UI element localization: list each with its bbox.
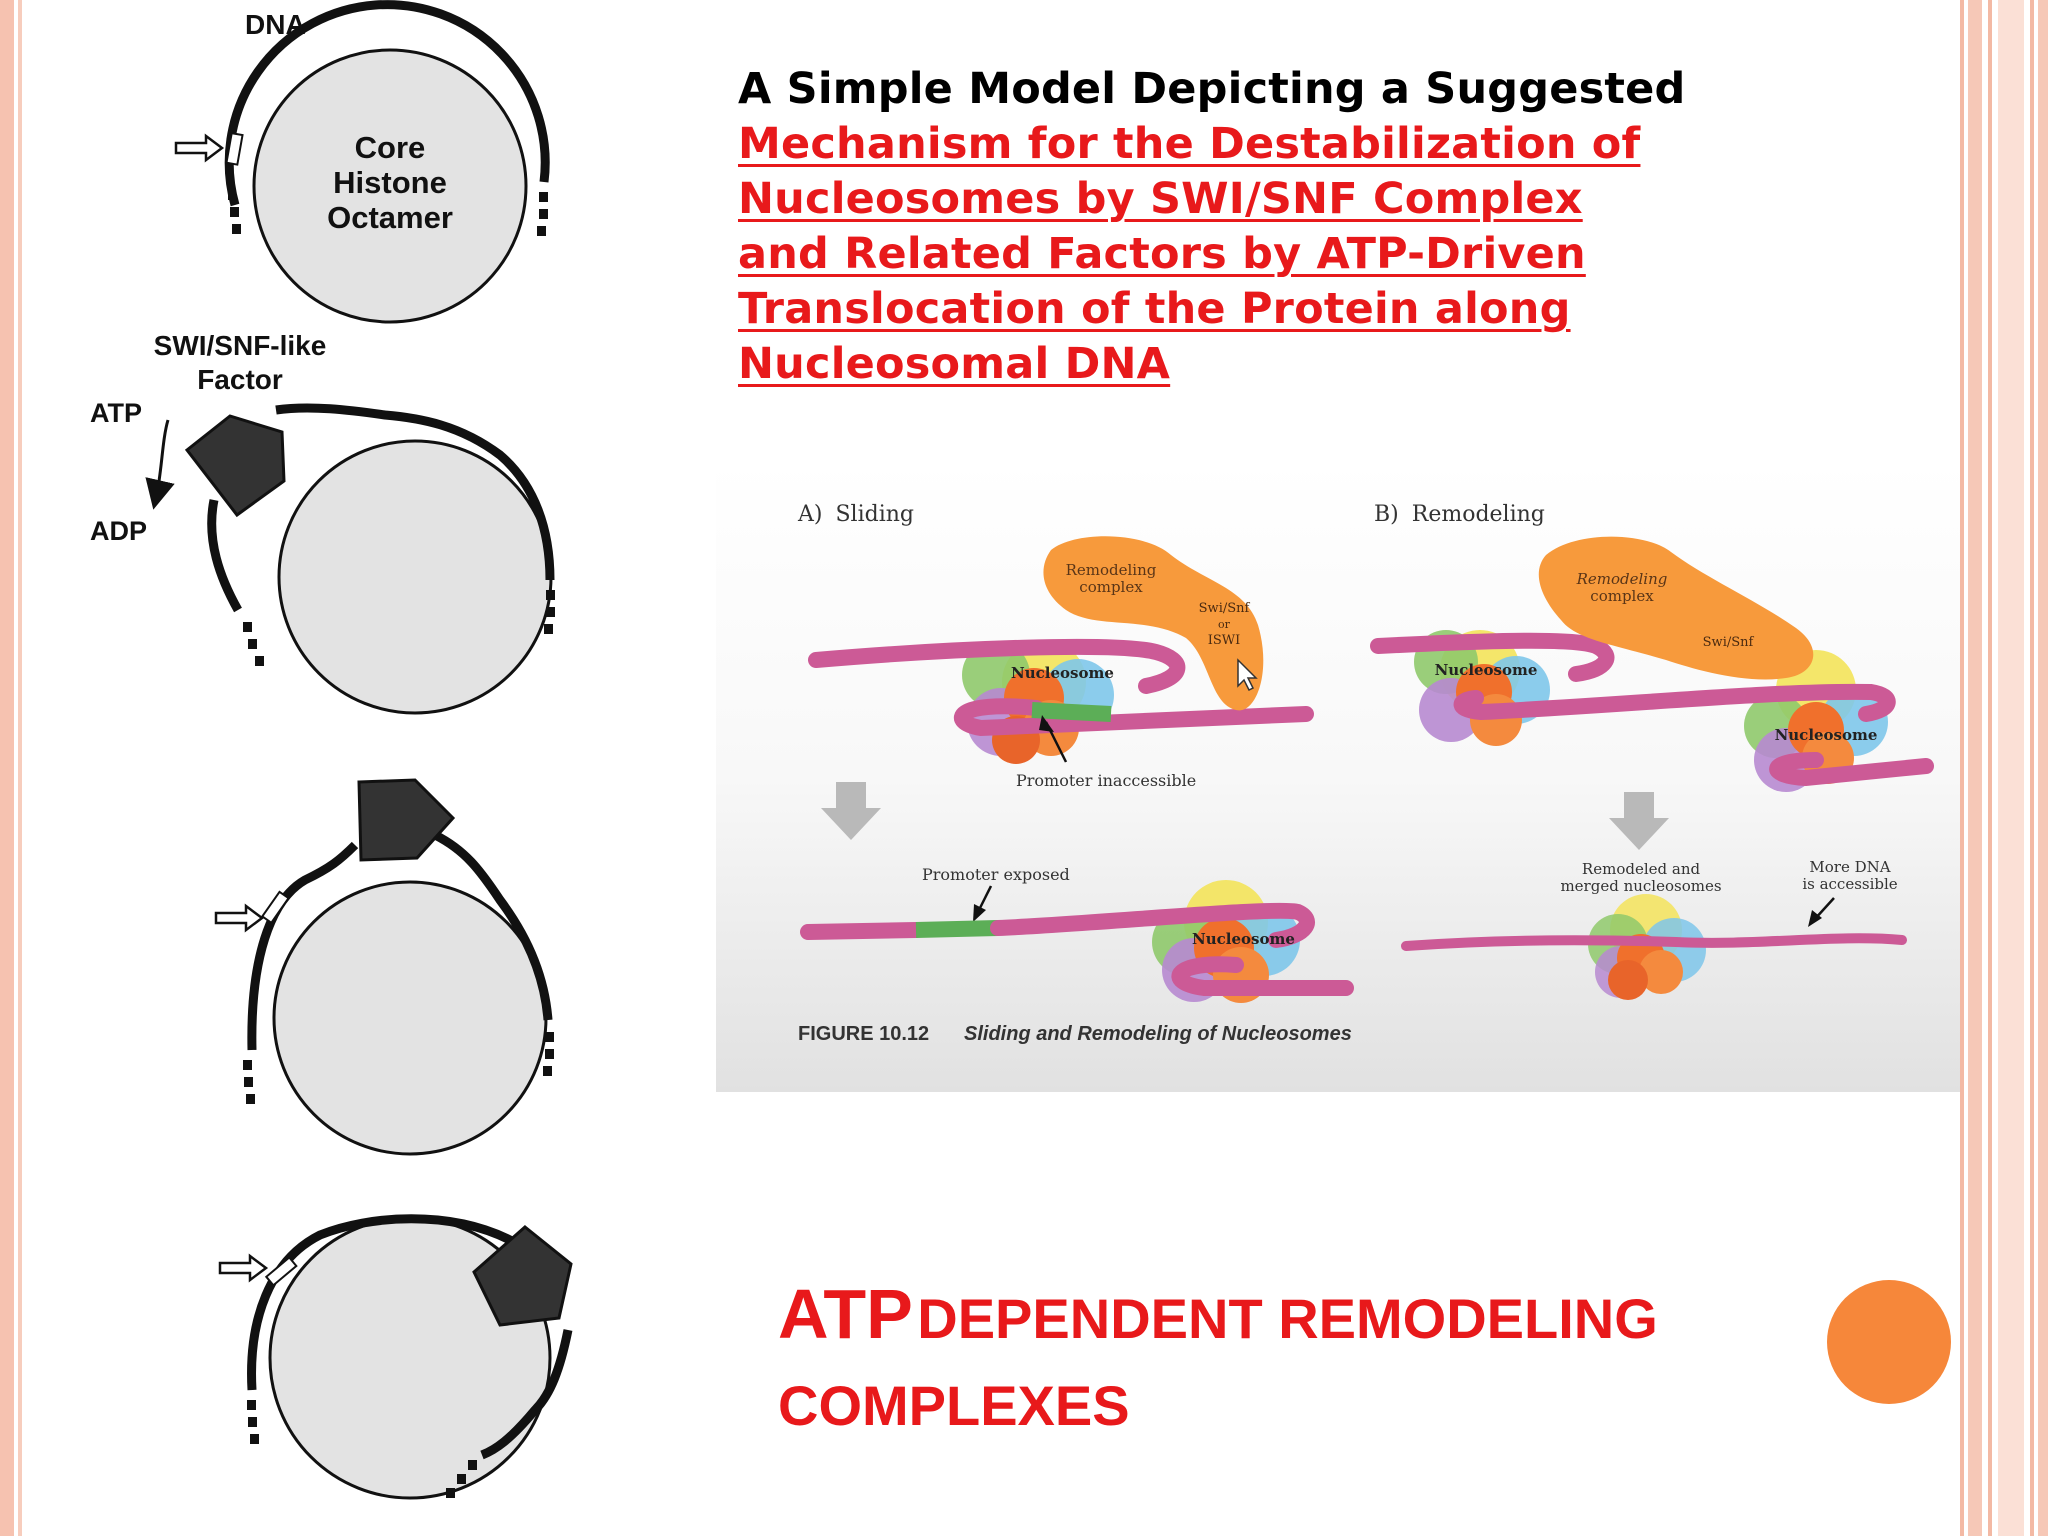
textbook-figure: A) Sliding B) Remodeling Remodeling comp…	[716, 460, 1960, 1092]
swi-snf-or-iswi-label-2: or	[1218, 618, 1231, 631]
panel-b-merged-nucleosomes	[1401, 894, 1907, 1000]
nucleosome-label-b-top-left: Nucleosome	[1435, 661, 1538, 679]
core-label-line-2: Histone	[333, 165, 447, 200]
nucleosome-schematic: DNA Core Histone Octamer SWI/SNF-like Fa…	[90, 0, 573, 1500]
heading-part-3: COMPLEXES	[778, 1374, 1130, 1437]
panel-b-word: Remodeling	[1412, 502, 1545, 527]
left-frame-line	[18, 0, 22, 1536]
panel-a-bottom-nucleosome	[800, 880, 1354, 1003]
swi-snf-factor-icon	[472, 1225, 573, 1327]
left-frame-stripe	[0, 0, 14, 1536]
panel-a-letter: A)	[797, 502, 822, 527]
remodeling-complex-b	[1538, 536, 1814, 680]
swi-snf-or-iswi-label-3: ISWI	[1208, 633, 1241, 648]
swi-snf-label-b: Swi/Snf	[1703, 635, 1755, 650]
right-frame-line	[1988, 0, 1992, 1536]
more-dna-label-1: More DNA	[1809, 858, 1890, 876]
remodeling-complex-a	[1043, 536, 1264, 711]
title-line-1: A Simple Model Depicting a Suggested	[738, 64, 1686, 114]
swi-snf-factor-icon	[357, 778, 456, 862]
right-frame-stripe	[2038, 0, 2048, 1536]
position-arrow-icon	[218, 1253, 269, 1283]
right-frame-stripe	[1968, 0, 1982, 1536]
svg-text:B) Remodeling: B) Remodeling	[1374, 502, 1545, 527]
position-arrow-icon	[214, 903, 265, 933]
stage-2-nucleosome: SWI/SNF-like Factor ATP ADP	[90, 330, 555, 715]
factor-label-line-2: Factor	[197, 364, 283, 395]
stage-1-nucleosome: DNA Core Histone Octamer	[224, 0, 550, 324]
remodeling-complex-a-label-2: complex	[1079, 578, 1143, 596]
heading-part-2: DEPENDENT REMODELING	[917, 1287, 1658, 1350]
nucleosome-label-a-bottom: Nucleosome	[1192, 930, 1295, 948]
remodeled-merged-label-2: merged nucleosomes	[1560, 877, 1721, 895]
right-frame-stripe	[1998, 0, 2024, 1536]
nucleosome-label-a-top: Nucleosome	[1011, 664, 1114, 682]
figure-caption-text: Sliding and Remodeling of Nucleosomes	[964, 1023, 1352, 1045]
slide-title: A Simple Model Depicting a Suggested Mec…	[738, 62, 1958, 392]
remodeling-complex-b-label-1: Remodeling	[1576, 570, 1668, 588]
title-link-line-3[interactable]: and Related Factors by ATP-Driven	[738, 229, 1586, 279]
core-label-line-3: Octamer	[327, 200, 453, 235]
atp-label: ATP	[90, 398, 142, 428]
slide-heading: ATP DEPENDENT REMODELING COMPLEXES	[778, 1268, 1828, 1452]
panel-a-word: Sliding	[835, 502, 914, 527]
remodeling-complex-b-label-2: complex	[1590, 587, 1654, 605]
nucleosome-label-b-top-right: Nucleosome	[1775, 726, 1878, 744]
heading-part-1: ATP	[778, 1275, 913, 1353]
title-link-line-5[interactable]: Nucleosomal DNA	[738, 339, 1171, 389]
right-frame-line	[1960, 0, 1964, 1536]
stage-4-nucleosome	[247, 1214, 573, 1500]
promoter-inaccessible-label: Promoter inaccessible	[1016, 771, 1196, 790]
right-frame-line	[2030, 0, 2034, 1536]
title-link-line-1[interactable]: Mechanism for the Destabilization of	[738, 119, 1641, 169]
title-link-line-2[interactable]: Nucleosomes by SWI/SNF Complex	[738, 174, 1583, 224]
more-dna-label-2: is accessible	[1802, 875, 1897, 893]
orange-bullet-circle	[1827, 1280, 1951, 1404]
core-label-line-1: Core	[355, 130, 426, 165]
mouse-cursor-icon	[1237, 658, 1258, 692]
adp-label: ADP	[90, 516, 147, 546]
figure-caption-number: FIGURE 10.12	[798, 1023, 929, 1045]
stage-3-nucleosome	[243, 778, 554, 1156]
promoter-exposed-label: Promoter exposed	[922, 865, 1070, 884]
position-arrow-icon	[174, 133, 225, 163]
down-arrow-icon	[1609, 792, 1669, 850]
title-link-line-4[interactable]: Translocation of the Protein along	[738, 284, 1571, 334]
dna-label: DNA	[245, 9, 306, 40]
remodeled-merged-label-1: Remodeled and	[1582, 860, 1701, 878]
swi-snf-or-iswi-label-1: Swi/Snf	[1199, 601, 1251, 616]
panel-a-top-nucleosome	[808, 638, 1314, 764]
panel-b-letter: B)	[1374, 502, 1399, 527]
swi-snf-factor-icon	[184, 414, 286, 518]
down-arrow-icon	[821, 782, 881, 840]
factor-label-line-1: SWI/SNF-like	[154, 330, 327, 361]
svg-text:A) Sliding: A) Sliding	[797, 502, 914, 527]
remodeling-complex-a-label-1: Remodeling	[1066, 561, 1157, 579]
